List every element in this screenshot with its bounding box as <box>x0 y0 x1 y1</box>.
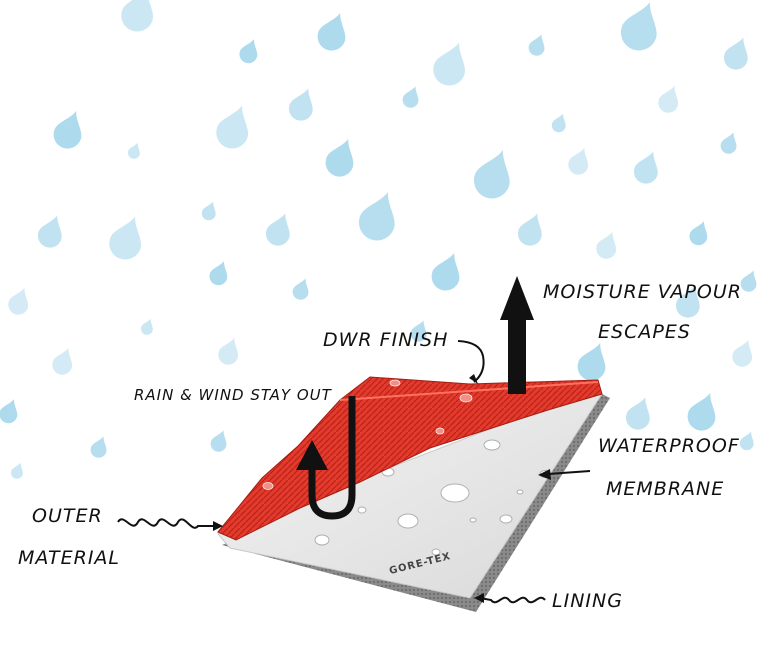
membrane-pointer-icon <box>547 470 591 475</box>
raindrop-icon <box>140 318 153 335</box>
raindrop-icon <box>528 34 545 56</box>
raindrop-icon <box>658 85 679 113</box>
raindrop-icon <box>0 399 18 424</box>
rain-deflect-arrowhead <box>296 440 328 470</box>
raindrop-icon <box>473 150 510 199</box>
membrane-label-line2: MEMBRANE <box>606 478 724 500</box>
moisture-label-line2: ESCAPES <box>598 321 691 343</box>
raindrop-icon <box>634 151 658 184</box>
raindrop-icon <box>289 88 313 121</box>
raindrop-icon <box>626 397 650 430</box>
outer-label-line2: MATERIAL <box>18 547 120 569</box>
raindrop-icon <box>239 39 258 64</box>
raindrop-icon <box>218 337 239 365</box>
raindrop-icon <box>720 132 737 154</box>
raindrop-icon <box>216 105 248 149</box>
outer-pointer-icon <box>117 518 216 529</box>
raindrop-icon <box>266 213 290 246</box>
raindrop-icon <box>210 430 227 452</box>
lining-pointer-icon <box>479 596 546 604</box>
outer-label-line1: OUTER <box>32 505 103 527</box>
raindrop-icon <box>90 436 107 458</box>
raindrop-icon <box>209 261 228 286</box>
raindrop-icon <box>431 252 460 291</box>
raindrop-icon <box>732 339 753 367</box>
raindrop-icon <box>740 270 757 292</box>
raindrop-icon <box>676 285 700 318</box>
raindrop-icon <box>201 201 216 221</box>
raindrop-icon <box>596 231 617 259</box>
fold-highlight <box>339 381 599 401</box>
raindrop-icon <box>620 2 657 51</box>
raindrop-icon <box>10 462 23 479</box>
outer-droplets <box>262 379 473 490</box>
raindrop-icon <box>568 147 589 175</box>
raindrop-icon <box>121 0 153 32</box>
raindrop-icon <box>38 215 62 248</box>
raindrop-icon <box>551 113 566 133</box>
raindrop-icon <box>8 287 29 315</box>
raindrop-icon <box>577 342 606 381</box>
dwr-pointer-icon <box>457 340 485 383</box>
raindrop-icon <box>109 216 141 260</box>
membrane-label-line1: WATERPROOF <box>598 435 740 457</box>
rain-label: RAIN & WIND STAY OUT <box>134 386 333 404</box>
raindrop-icon <box>358 192 395 241</box>
rain-deflect-arrow-icon <box>308 396 356 520</box>
dwr-label: DWR FINISH <box>323 329 448 351</box>
moisture-arrow-up-icon <box>500 276 534 394</box>
raindrop-icon <box>724 37 748 70</box>
raindrop-icon <box>687 392 716 431</box>
raindrop-icon <box>739 431 754 451</box>
raindrop-icon <box>52 347 73 375</box>
raindrop-icon <box>518 213 542 246</box>
raindrop-icon <box>689 221 708 246</box>
moisture-label-line1: MOISTURE VAPOUR <box>543 281 742 303</box>
raindrop-icon <box>292 278 309 300</box>
raindrop-icon <box>433 42 465 86</box>
lining-label: LINING <box>552 590 623 612</box>
raindrop-icon <box>317 12 346 51</box>
raindrop-pattern <box>0 0 757 479</box>
raindrop-icon <box>127 142 140 159</box>
raindrop-icon <box>325 138 354 177</box>
raindrop-icon <box>410 320 427 342</box>
raindrop-icon <box>53 110 82 149</box>
raindrop-icon <box>402 86 419 108</box>
membrane-droplets <box>314 439 551 556</box>
